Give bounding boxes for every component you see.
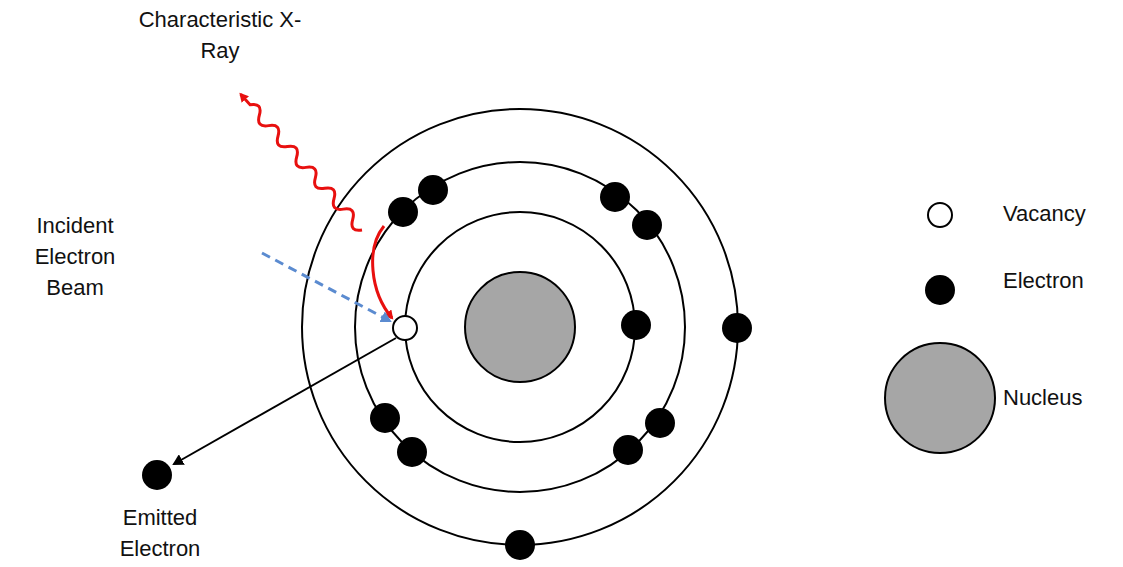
transition-arrow <box>373 226 392 318</box>
beam-label: Incident Electron Beam <box>15 210 135 303</box>
emitted-label: Emitted Electron <box>100 502 220 564</box>
nucleus <box>465 272 575 382</box>
legend-nucleus-sample <box>885 343 995 453</box>
inner-orbit <box>405 212 635 442</box>
vacancy <box>393 316 417 340</box>
legend-vacancy-sample <box>928 203 952 227</box>
emitted-electron <box>142 460 172 490</box>
legend-electron-sample <box>925 275 955 305</box>
middle-orbit <box>355 162 685 492</box>
xray-wave <box>237 91 367 234</box>
xray-label: Characteristic X-Ray <box>130 4 310 66</box>
incident-beam <box>262 253 390 321</box>
outer-orbit <box>302 109 738 545</box>
legend-text: Electron <box>1003 265 1084 296</box>
legend-text: Vacancy <box>1003 198 1086 229</box>
legend-text: Nucleus <box>1003 382 1082 413</box>
electrons <box>370 175 752 560</box>
emission-arrow <box>174 338 396 464</box>
